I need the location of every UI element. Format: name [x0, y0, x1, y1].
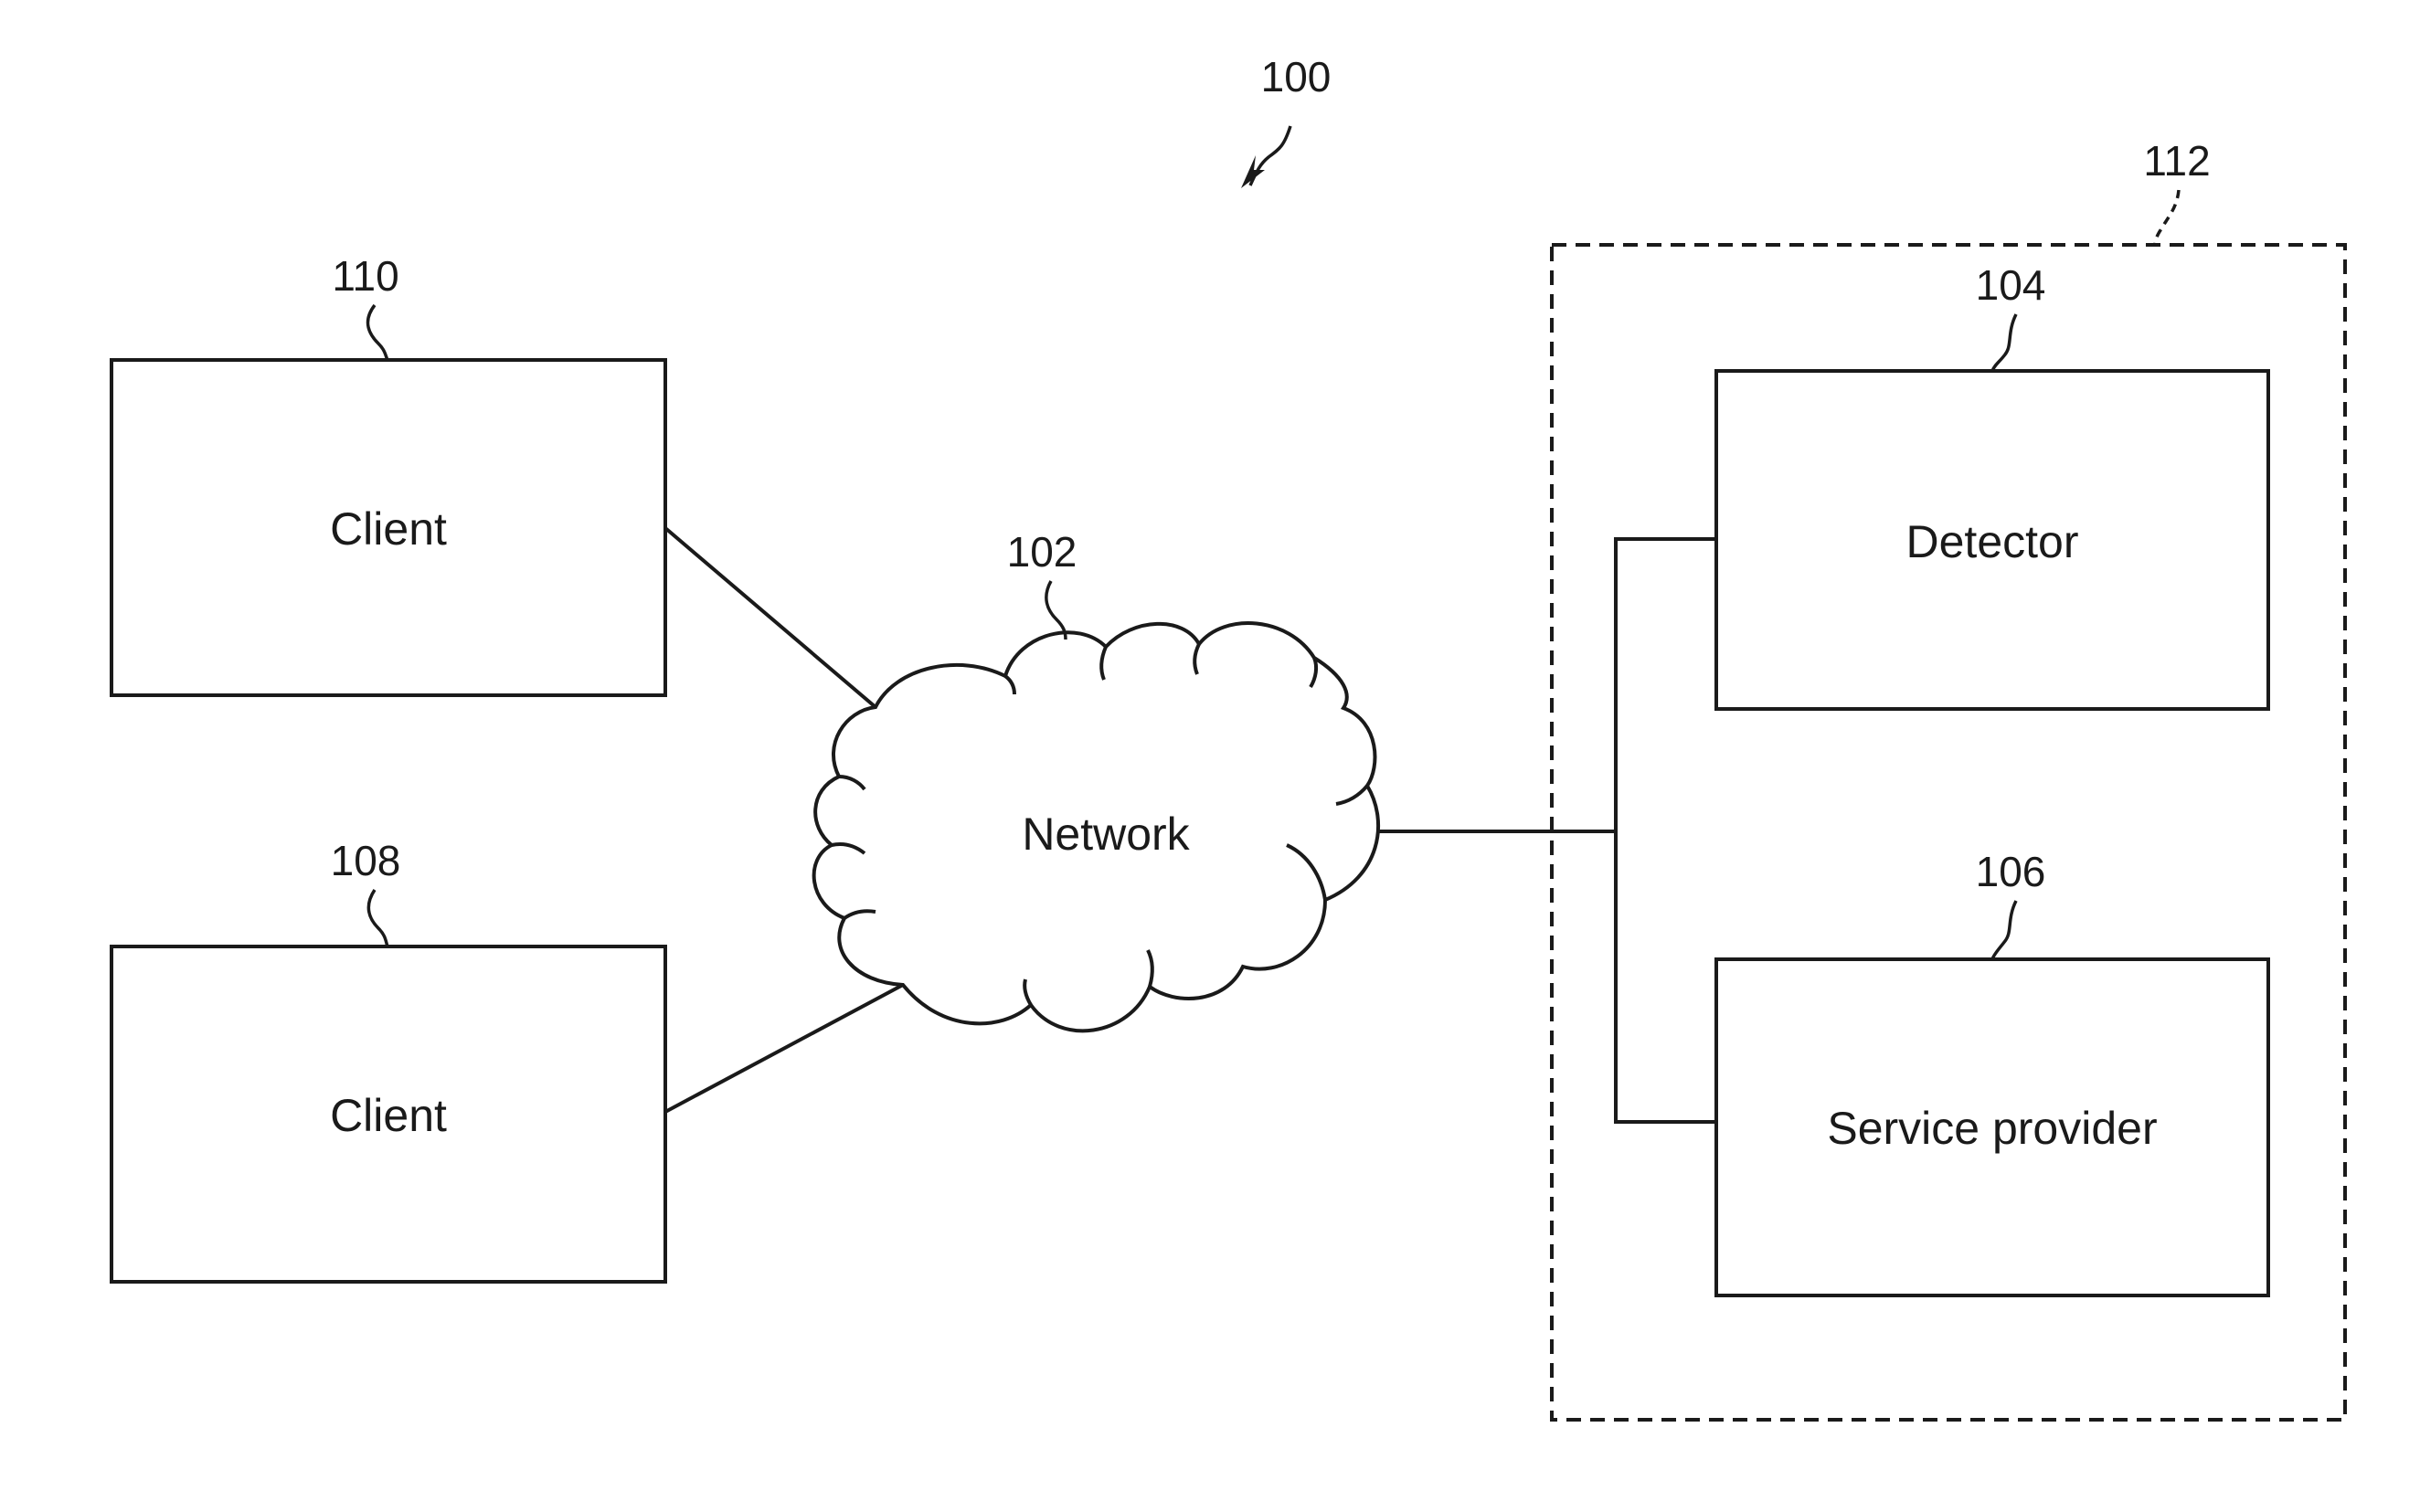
link-client-bottom-network [665, 985, 903, 1112]
service-provider-ref: 106 [1976, 848, 2046, 895]
client-bottom-node: Client 108 [111, 837, 665, 1282]
service-provider-node: Service provider 106 [1716, 848, 2268, 1295]
detector-node: Detector 104 [1716, 261, 2268, 709]
detector-ref: 104 [1976, 261, 2046, 309]
figure-ref-arrow-line [1250, 126, 1290, 185]
bus-detector-service-provider [1616, 539, 1716, 1122]
client-bottom-ref: 108 [331, 837, 401, 884]
figure-ref-number: 100 [1261, 53, 1332, 100]
network-ref: 102 [1007, 528, 1077, 576]
client-bottom-label: Client [330, 1090, 447, 1141]
detector-leader [1992, 314, 2016, 371]
client-top-ref: 110 [332, 252, 398, 300]
service-provider-leader [1992, 901, 2016, 959]
link-client-top-network [665, 528, 876, 707]
client-top-leader [367, 305, 387, 360]
network-label: Network [1022, 809, 1190, 860]
detector-label: Detector [1906, 516, 2079, 567]
client-top-label: Client [330, 503, 447, 555]
system-group-ref: 112 [2143, 137, 2210, 185]
service-provider-label: Service provider [1827, 1103, 2157, 1154]
figure-reference: 100 [1241, 53, 1331, 188]
client-top-node: Client 110 [111, 252, 665, 695]
client-bottom-leader [368, 890, 387, 946]
network-node: Network 102 [814, 528, 1378, 1031]
network-leader [1046, 581, 1066, 640]
system-group-leader [2155, 190, 2179, 245]
